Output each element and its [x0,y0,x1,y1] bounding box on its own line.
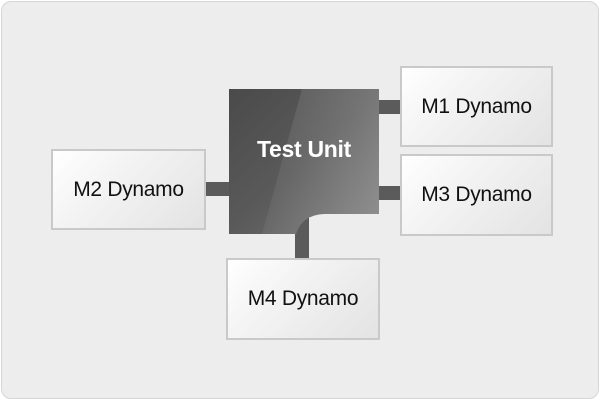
m1-dynamo-label: M1 Dynamo [421,94,532,118]
m3-dynamo-label: M3 Dynamo [421,183,532,206]
test-unit-label: Test Unit [257,136,351,162]
m1-dynamo-node: M1 Dynamo [400,66,553,147]
m2-dynamo-node: M2 Dynamo [51,149,206,230]
m3-dynamo-node: M3 Dynamo [400,154,553,236]
connector-test-unit-m3 [378,186,402,200]
m2-dynamo-label: M2 Dynamo [73,177,184,201]
m4-dynamo-node: M4 Dynamo [226,258,380,340]
connector-test-unit-m1 [378,100,402,114]
m4-dynamo-label: M4 Dynamo [247,287,359,310]
connector-test-unit-m2 [204,182,230,196]
